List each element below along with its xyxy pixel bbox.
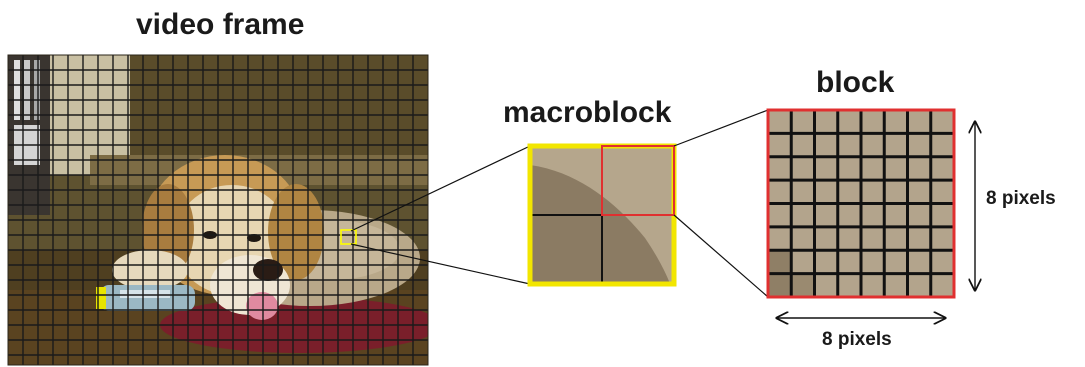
macroblock-zoom <box>527 143 677 287</box>
video-frame-title: video frame <box>136 8 305 41</box>
zoom-line-block-top <box>673 109 769 147</box>
video-frame-image <box>8 55 428 365</box>
macroblock-title: macroblock <box>503 96 672 129</box>
zoom-line-frame-bottom <box>350 243 531 285</box>
block-height-label: 8 pixels <box>986 188 1056 209</box>
zoom-line-frame-top <box>350 145 531 232</box>
block-zoom <box>766 108 956 299</box>
zoom-line-block-bottom <box>673 214 769 298</box>
block-title: block <box>816 66 895 99</box>
selected-macroblock-marker <box>340 229 357 245</box>
block-width-label: 8 pixels <box>822 329 892 350</box>
selected-block-outline <box>601 145 675 216</box>
block-border <box>766 108 956 299</box>
